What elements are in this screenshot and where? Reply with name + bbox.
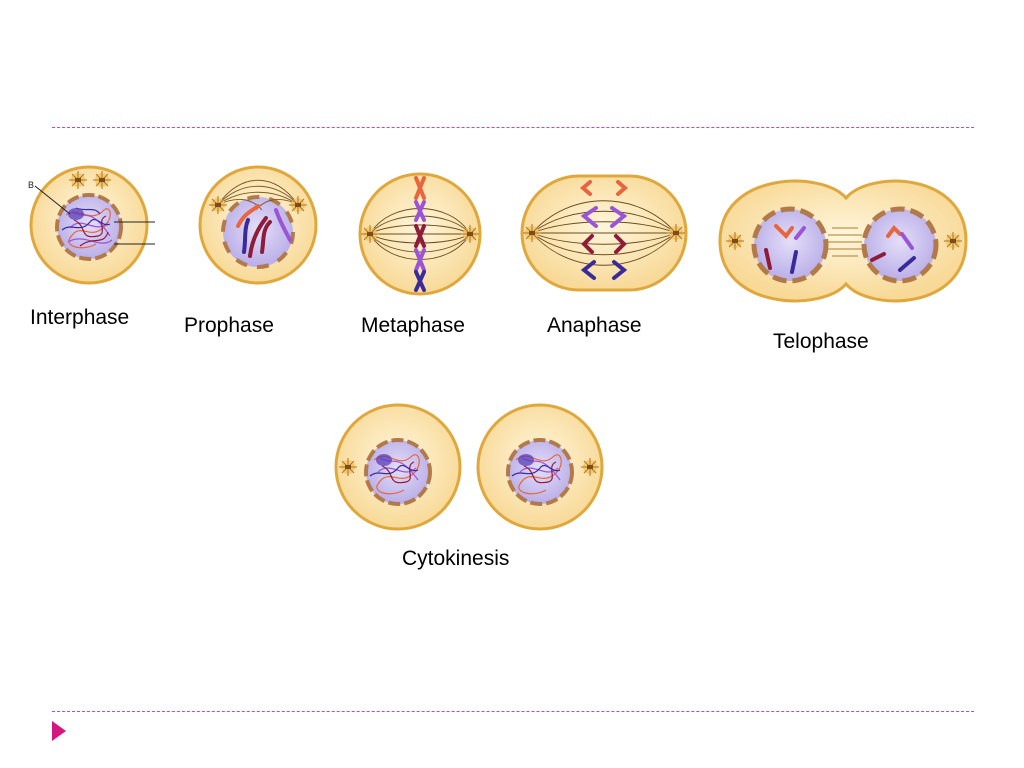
telophase-cell (718, 179, 968, 303)
interphase-cell: B (28, 165, 155, 285)
metaphase-cell (358, 172, 482, 296)
cytokinesis-cells (334, 403, 604, 531)
metaphase-label: Metaphase (361, 314, 465, 337)
cytokinesis-label: Cytokinesis (402, 547, 510, 570)
bottom-divider (52, 711, 974, 712)
prophase-label: Prophase (184, 314, 274, 337)
next-slide-arrow-icon[interactable] (52, 721, 66, 741)
top-divider (52, 127, 974, 128)
interphase-label: Interphase (30, 306, 130, 329)
anaphase-label: Anaphase (547, 314, 642, 337)
anaphase-cell (520, 174, 688, 292)
callout-letter: B (28, 180, 34, 190)
nucleolus (68, 208, 84, 220)
prophase-cell (198, 165, 318, 285)
telophase-label: Telophase (773, 330, 869, 353)
